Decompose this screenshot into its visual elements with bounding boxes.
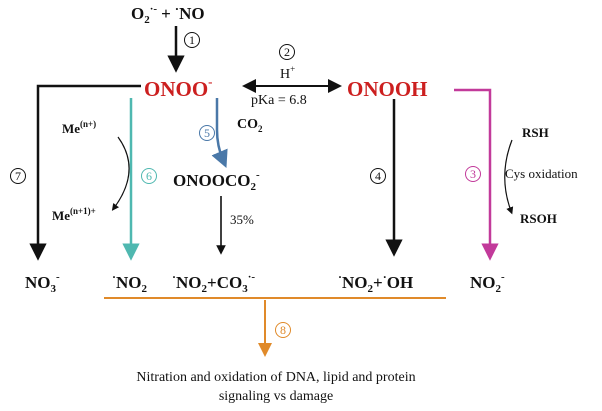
product-nitrite: NO2- xyxy=(470,271,505,295)
metal-oxidized: Me(n+1)+ xyxy=(52,206,96,223)
step-5-badge xyxy=(199,125,215,141)
step-6-badge xyxy=(141,168,157,184)
product-no2-carbonate: ·NO2+CO3·- xyxy=(172,270,255,295)
step-1-label: 1 xyxy=(189,33,195,47)
step-6-label: 6 xyxy=(146,169,152,183)
step-7-label: 7 xyxy=(15,169,21,183)
proton-label: H+ xyxy=(280,64,295,82)
product-no2-hydroxyl: ·NO2+·OH xyxy=(338,270,413,295)
arrow-step-3 xyxy=(454,88,499,261)
step-8-label: 8 xyxy=(280,323,286,337)
cys-oxidation-label: Cys oxidation xyxy=(505,166,578,181)
co2-label: CO2 xyxy=(237,117,263,134)
step-3-badge xyxy=(465,166,481,182)
metal-reduced: Me(n+) xyxy=(62,119,96,136)
cys-oxidation-curve xyxy=(504,139,514,215)
step-4-label: 4 xyxy=(375,169,381,183)
pka-label: pKa = 6.8 xyxy=(251,93,307,108)
arrow-step-5 xyxy=(211,98,228,169)
percent-label: 35% xyxy=(230,212,254,227)
arrow-step-7 xyxy=(29,84,141,261)
step-5-label: 5 xyxy=(204,126,210,140)
metal-oxidation-curve xyxy=(111,136,130,211)
step-7-badge xyxy=(10,168,26,184)
product-nitrate: NO3- xyxy=(25,271,60,295)
step-3-label: 3 xyxy=(470,167,476,181)
step-2-badge xyxy=(279,44,295,60)
footer-line-1: Nitration and oxidation of DNA, lipid an… xyxy=(136,370,415,385)
thiol-label: RSH xyxy=(522,125,549,140)
step-8-badge xyxy=(275,322,291,338)
peroxynitrous-acid: ONOOH xyxy=(347,77,428,101)
footer-line-2: signaling vs damage xyxy=(219,389,333,404)
step-2-label: 2 xyxy=(284,45,290,59)
reactant-superoxide: O2·-+·NO xyxy=(131,1,205,26)
step-4-badge xyxy=(370,168,386,184)
step-1-badge xyxy=(184,32,200,48)
sulfenic-acid-label: RSOH xyxy=(520,211,557,226)
product-nitrogen-dioxide: ·NO2 xyxy=(112,270,148,295)
peroxynitrite-anion: ONOO- xyxy=(144,74,213,101)
nitrosoperoxycarbonate: ONOOCO2- xyxy=(173,169,260,193)
